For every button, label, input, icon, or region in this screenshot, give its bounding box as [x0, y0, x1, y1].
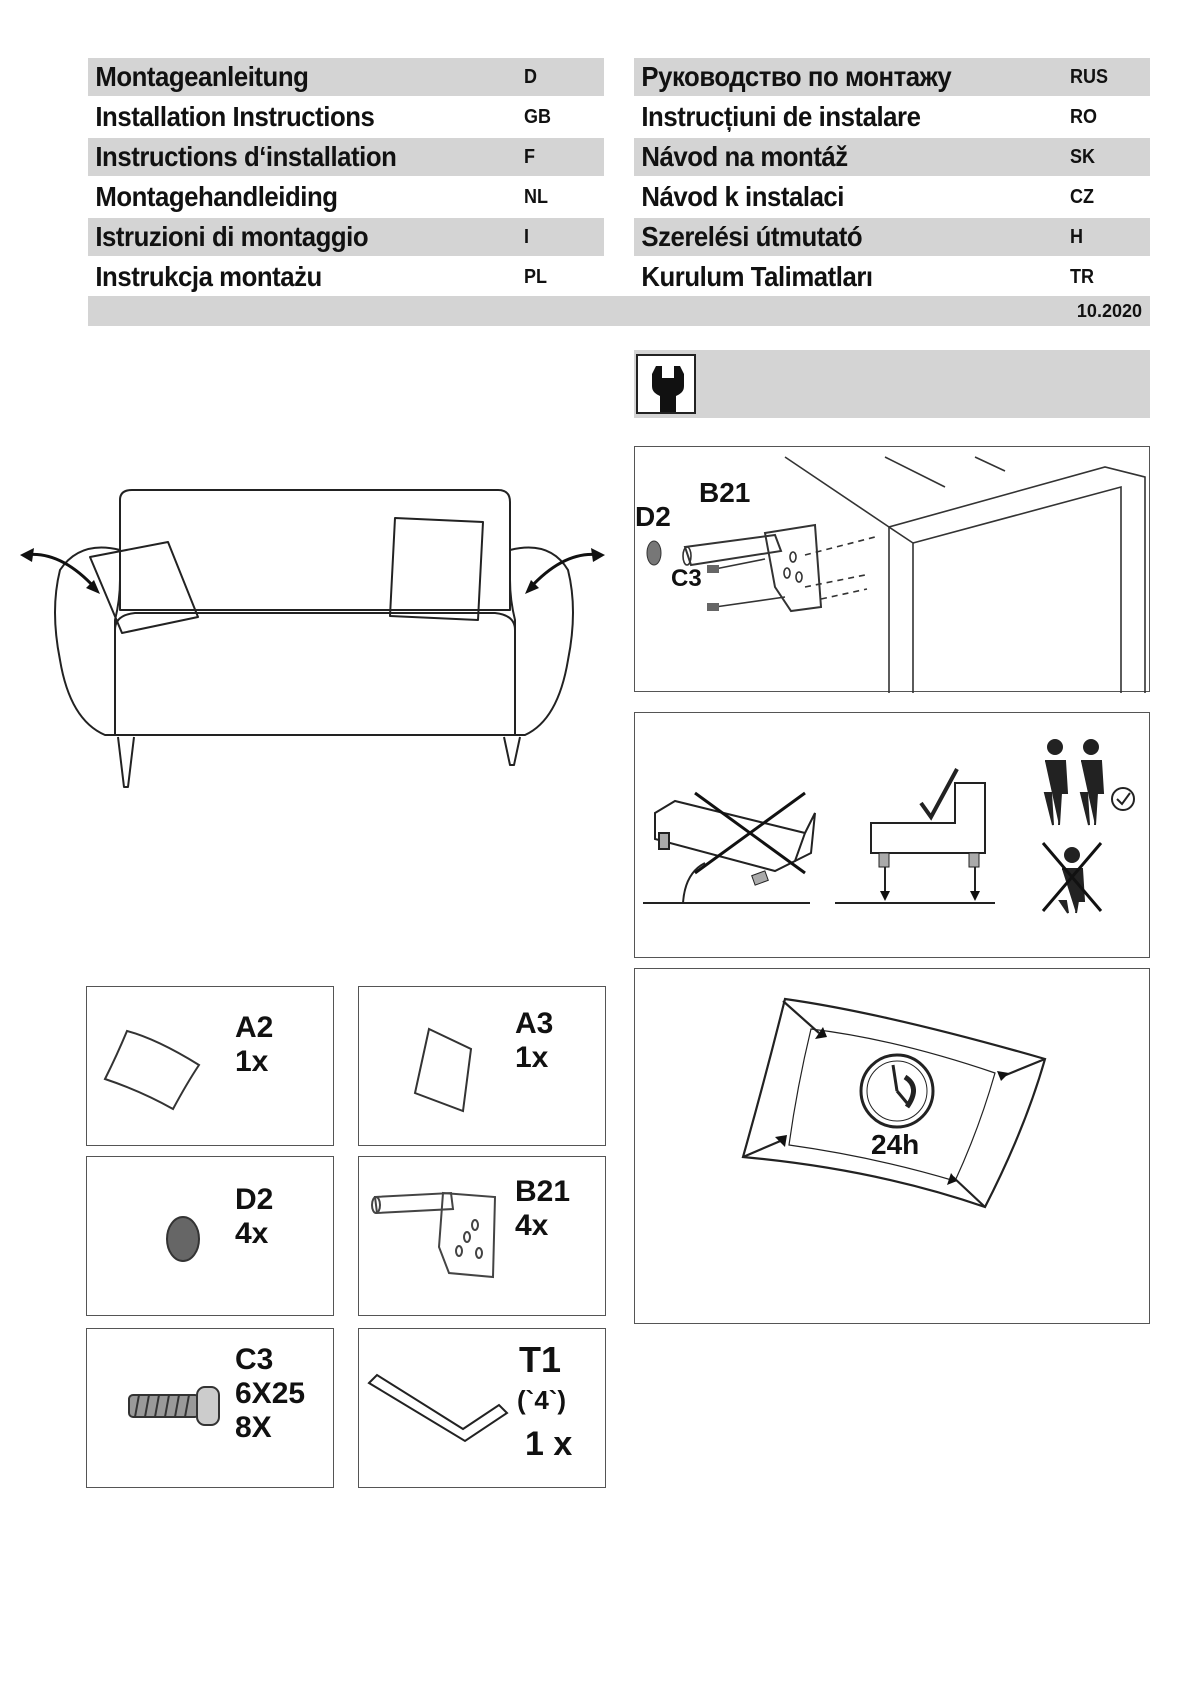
lang-code: NL	[524, 185, 549, 208]
callout-d2: D2	[635, 501, 671, 532]
glide-disc-icon	[166, 1216, 200, 1262]
lang-title: Montagehandleiding	[95, 181, 338, 212]
lang-row-d: Montageanleitung D	[88, 58, 604, 96]
part-id: A2	[235, 1011, 274, 1044]
lang-title: Návod na montáž	[641, 141, 848, 172]
lang-title: Istruzioni di montaggio	[95, 221, 369, 252]
lang-row-ro: Instrucțiuni de instalare RO	[634, 98, 1150, 136]
lang-row-tr: Kurulum Talimatları TR	[634, 258, 1150, 296]
lang-title: Szerelési útmutató	[641, 221, 863, 252]
part-b21: B21 4x	[358, 1156, 606, 1316]
lang-code: RUS	[1070, 65, 1109, 88]
date-bar: 10.2020	[88, 296, 1150, 326]
part-id: C3	[235, 1343, 274, 1376]
lang-title: Návod k instalaci	[641, 181, 845, 212]
step-leg-assembly: B21 D2 C3	[634, 446, 1150, 693]
lang-title: Руководство по монтажу	[641, 61, 952, 92]
part-qty: 4x	[235, 1217, 269, 1250]
lang-code: SK	[1070, 145, 1096, 168]
lang-row-cz: Návod k instalaci CZ	[634, 178, 1150, 216]
part-c3: C3 6X25 8X	[86, 1328, 334, 1488]
part-qty: 8X	[235, 1411, 272, 1444]
lang-row-sk: Návod na montáž SK	[634, 138, 1150, 176]
lang-code: TR	[1070, 265, 1095, 288]
step-cushion-recovery: 24h	[634, 968, 1150, 1324]
sofa-leg-icon	[371, 1191, 497, 1279]
lang-row-nl: Montagehandleiding NL	[88, 178, 604, 216]
lang-code: H	[1070, 225, 1084, 248]
cushion-drawing	[741, 997, 1047, 1209]
part-qty: 1x	[515, 1041, 549, 1074]
lang-code: RO	[1070, 105, 1097, 128]
lang-code: F	[524, 145, 535, 168]
callout-c3: C3	[671, 565, 702, 592]
lang-code: D	[524, 65, 538, 88]
part-qty: 1 x	[525, 1425, 573, 1463]
lang-row-gb: Installation Instructions GB	[88, 98, 604, 136]
tool-bar	[634, 350, 1150, 418]
cushion-a3-icon	[413, 1027, 473, 1113]
part-a3: A3 1x	[358, 986, 606, 1146]
lang-row-i: Istruzioni di montaggio I	[88, 218, 604, 256]
lang-row-h: Szerelési útmutató H	[634, 218, 1150, 256]
lang-title: Instructions d‘installation	[95, 141, 397, 172]
part-qty: 4x	[515, 1209, 549, 1242]
part-id: D2	[235, 1183, 274, 1216]
part-size: (`4`)	[517, 1385, 567, 1415]
part-id: T1	[519, 1339, 562, 1380]
part-a2: A2 1x	[86, 986, 334, 1146]
part-d2: D2 4x	[86, 1156, 334, 1316]
lang-title: Instrucțiuni de instalare	[641, 101, 921, 132]
callout-b21: B21	[699, 477, 751, 508]
wrench-icon	[636, 354, 696, 414]
lang-code: PL	[524, 265, 548, 288]
step-handling	[634, 712, 1150, 958]
part-qty: 1x	[235, 1045, 269, 1078]
lang-title: Installation Instructions	[95, 101, 375, 132]
lang-code: CZ	[1070, 185, 1095, 208]
recovery-time: 24h	[871, 1129, 920, 1160]
lang-row-pl: Instrukcja montażu PL	[88, 258, 604, 296]
handling-drawing	[643, 739, 1135, 914]
cushion-a2-icon	[103, 1029, 201, 1111]
part-size: 6X25	[235, 1377, 306, 1410]
lang-title: Montageanleitung	[95, 61, 309, 92]
screw-icon	[128, 1386, 220, 1426]
lang-title: Kurulum Talimatları	[641, 261, 873, 292]
lang-row-rus: Руководство по монтажу RUS	[634, 58, 1150, 96]
clock-icon	[859, 1053, 935, 1129]
document-date: 10.2020	[1076, 301, 1142, 321]
lang-title: Instrukcja montażu	[95, 261, 322, 292]
part-t1: T1 (`4`) 1 x	[358, 1328, 606, 1488]
allen-key-icon	[367, 1373, 509, 1443]
part-id: B21	[515, 1175, 571, 1208]
sofa-illustration	[20, 489, 605, 788]
lang-code: I	[524, 225, 530, 248]
lang-code: GB	[524, 105, 551, 128]
lang-row-f: Instructions d‘installation F	[88, 138, 604, 176]
leg-assembly-drawing	[646, 456, 1146, 693]
part-id: A3	[515, 1007, 554, 1040]
